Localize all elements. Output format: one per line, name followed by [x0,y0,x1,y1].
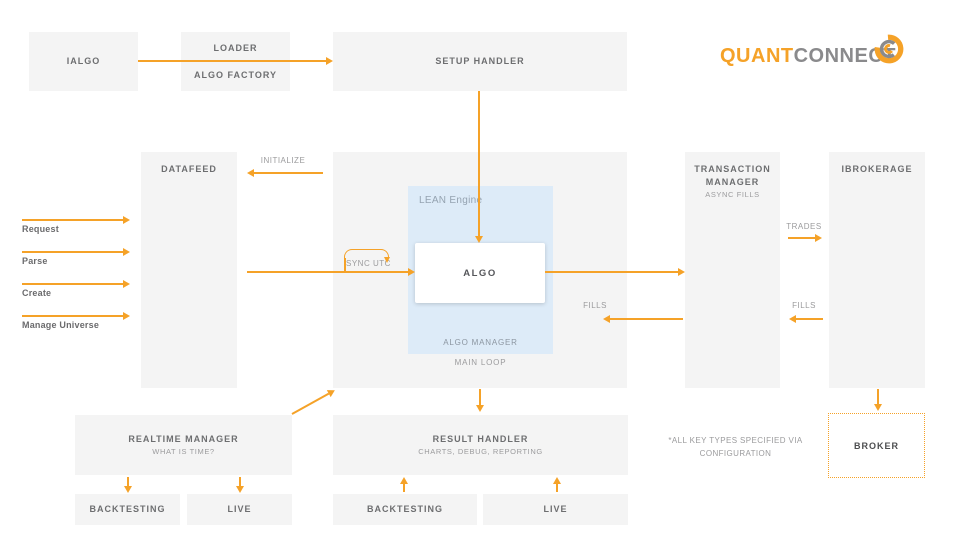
side-label-request: Request [22,224,59,234]
node-datafeed-title: DATAFEED [161,164,217,174]
fills-inner-label: FILLS [583,301,607,310]
sync-utc-loop-arrowhead [384,257,390,263]
swirl-logo-icon [874,34,904,64]
configuration-note: *ALL KEY TYPES SPECIFIED VIA CONFIGURATI… [668,436,803,458]
arrow-ibrokerage-to-broker [874,389,882,411]
arrow-initialize-to-datafeed [247,169,323,177]
node-ialgo-title: IALGO [66,56,101,66]
node-live-center: LIVE [483,494,628,525]
algo-manager-label: ALGO MANAGER [443,338,518,347]
node-live-left: LIVE [187,494,292,525]
node-loader-title: LOADER [213,43,258,53]
sync-utc-label: SYNC UTC [346,259,391,268]
arrow-fills-to-main-loop [603,315,683,323]
arrow-algo-to-transaction-manager [545,268,685,276]
trades-label: TRADES [786,222,822,231]
side-label-create: Create [22,288,52,298]
arrow-live-to-result-handler [553,477,561,492]
lean-engine-label: LEAN Engine [419,195,483,206]
arrow-manage-universe [22,312,130,320]
arrow-setup-handler-to-algo [475,91,483,243]
arrow-create [22,280,130,288]
arrow-ialgo-to-setup-handler [138,57,333,65]
node-setup-handler-title: SETUP HANDLER [435,56,525,66]
node-ialgo: IALGO [29,32,138,91]
node-realtime-manager-sub: WHAT IS TIME? [152,446,215,456]
node-broker-title: BROKER [853,440,899,451]
node-algo-title: ALGO [463,267,497,279]
arrow-trades-to-ibrokerage [788,234,822,242]
node-transaction-manager-sub: ASYNC FILLS [705,190,760,199]
node-ibrokerage: IBROKERAGE [829,152,925,388]
sync-utc-loop-arc [344,249,389,259]
fills-outer-label: FILLS [792,301,816,310]
node-algo: ALGO [415,243,545,303]
node-algo-factory-title: ALGO FACTORY [193,70,277,80]
node-realtime-manager-title: REALTIME MANAGER [128,433,239,444]
node-result-handler-sub: CHARTS, DEBUG, REPORTING [418,446,543,456]
logo-quant-text: QUANT [720,45,794,67]
logo-connect-text: CONNECT [793,45,896,67]
node-broker: BROKER [828,413,925,478]
arrow-realtime-to-live [236,477,244,493]
quantconnect-logo: QUANTCONNECT [720,33,910,69]
node-ibrokerage-title: IBROKERAGE [841,164,913,174]
arrow-parse [22,248,130,256]
side-label-manage-universe: Manage Universe [22,320,100,330]
arrow-request [22,216,130,224]
node-setup-handler: SETUP HANDLER [333,32,627,91]
node-transaction-manager: TRANSACTION MANAGER ASYNC FILLS [685,152,780,388]
node-transaction-manager-title: TRANSACTION MANAGER [694,164,771,187]
arrow-backtesting-to-result-handler [400,477,408,492]
arrow-realtime-to-backtesting [124,477,132,493]
main-loop-label: MAIN LOOP [454,358,507,367]
node-result-handler-title: RESULT HANDLER [432,433,529,444]
node-realtime-manager: REALTIME MANAGER WHAT IS TIME? [75,415,292,475]
side-label-parse: Parse [22,256,48,266]
sync-utc-loop-leg [344,258,346,272]
arrow-datafeed-to-algo [247,268,415,276]
node-backtesting-left-title: BACKTESTING [89,504,166,514]
quantconnect-logo-text: QUANTCONNECT [720,45,896,68]
node-backtesting-center-title: BACKTESTING [367,504,443,514]
arrow-main-loop-to-result-handler [476,389,484,412]
arrow-fills-to-transaction-manager [789,315,823,323]
arrow-realtime-manager-to-main-loop [291,392,330,415]
node-live-center-title: LIVE [543,504,568,514]
node-backtesting-left: BACKTESTING [75,494,180,525]
node-datafeed: DATAFEED [141,152,237,388]
initialize-label: INITIALIZE [260,156,306,165]
node-live-left-title: LIVE [227,504,252,514]
node-result-handler: RESULT HANDLER CHARTS, DEBUG, REPORTING [333,415,628,475]
node-backtesting-center: BACKTESTING [333,494,477,525]
